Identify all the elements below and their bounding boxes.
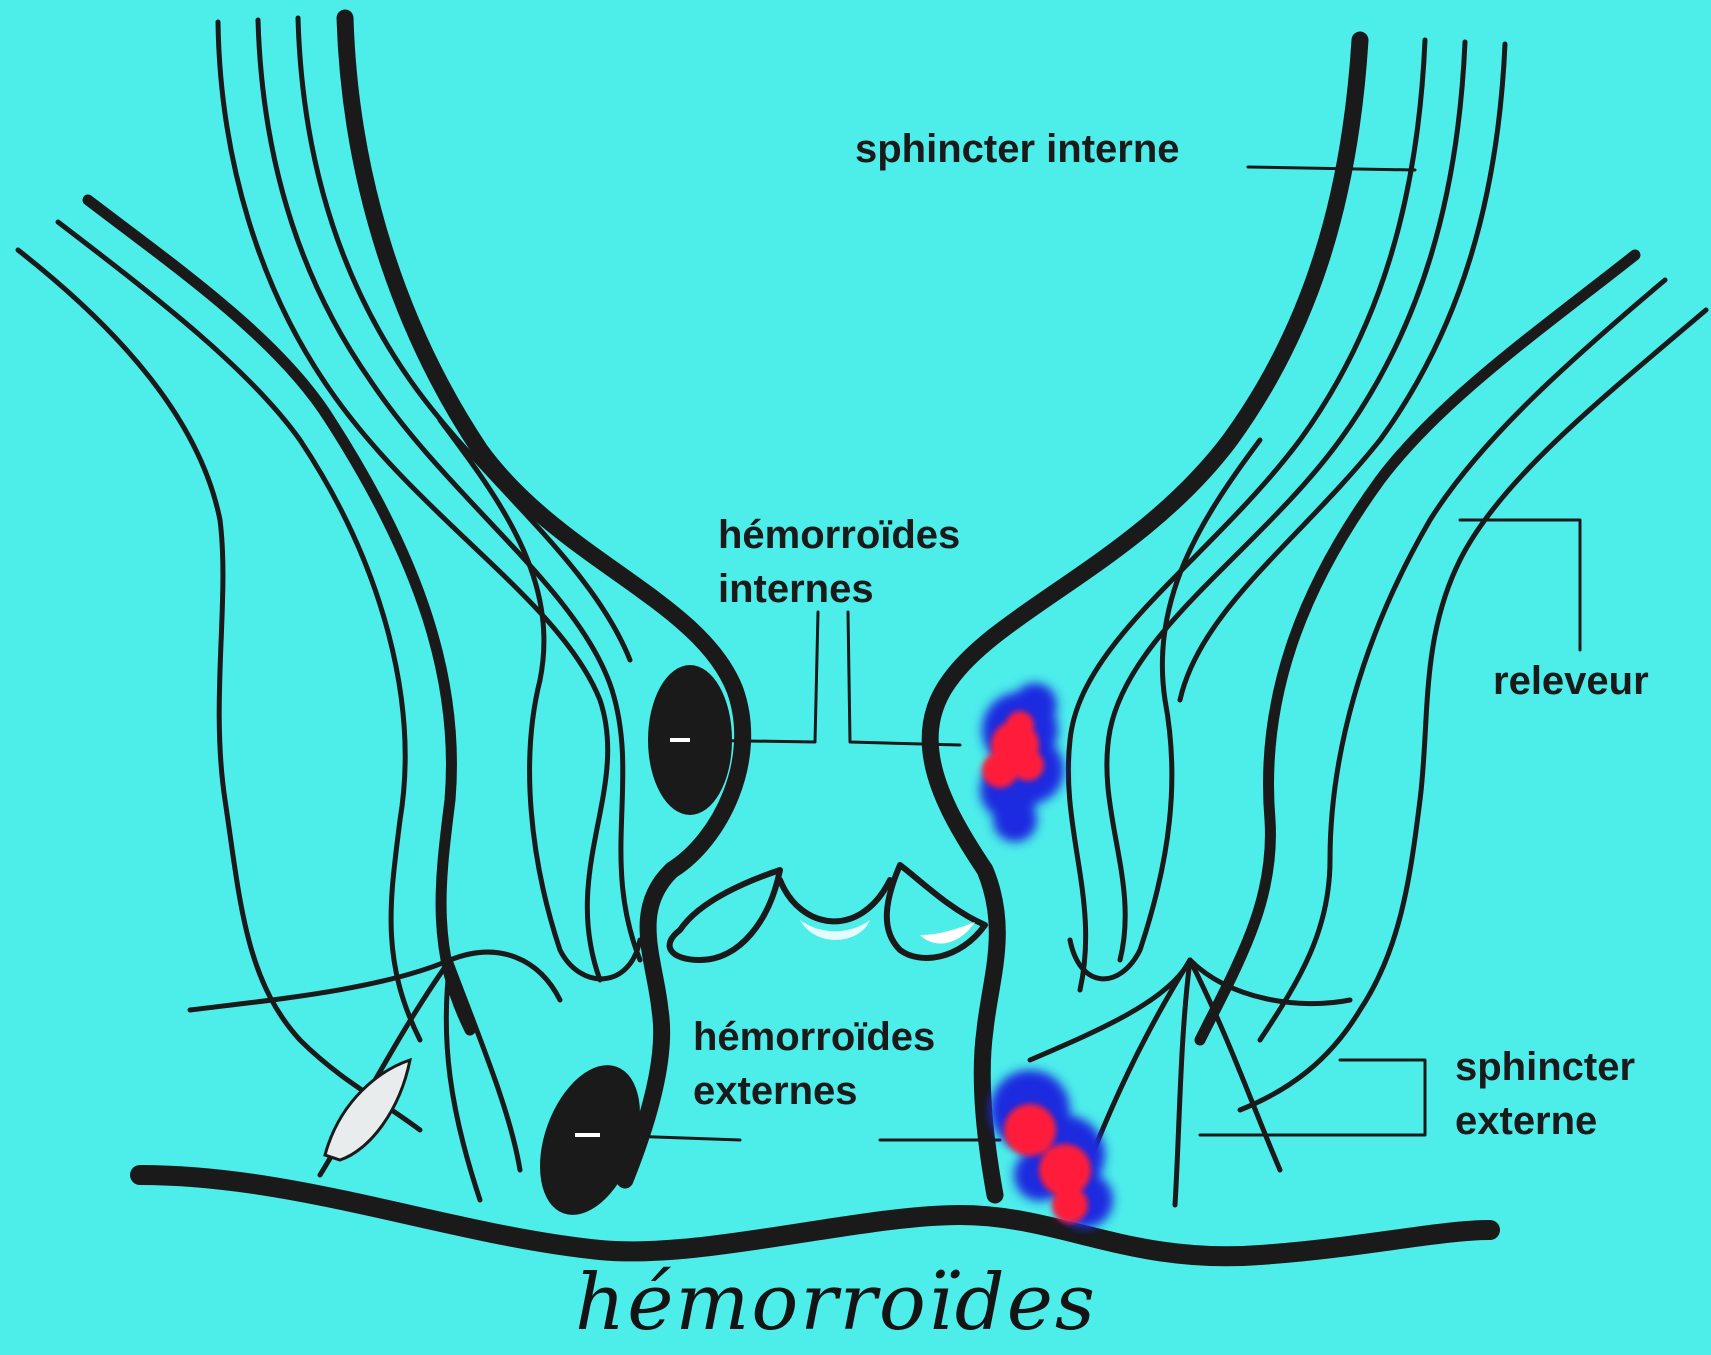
left-external-sphincter-fan-1 bbox=[190, 952, 560, 1010]
label-sphincter-externe-line-1: sphincter bbox=[1455, 1040, 1635, 1094]
right-internal-hemorrhoid bbox=[980, 683, 1064, 842]
leader-releveur bbox=[1460, 520, 1580, 650]
leader-sphincter-interne bbox=[1248, 167, 1415, 170]
diagram-title: hémorroïdes bbox=[575, 1258, 1097, 1348]
label-sphincter-interne: sphincter interne bbox=[855, 122, 1180, 176]
label-hemorroides-externes-line-1: hémorroïdes bbox=[693, 1010, 935, 1064]
leader-sphincter-externe bbox=[1200, 1060, 1425, 1135]
left-levator-line-2 bbox=[58, 222, 420, 1040]
label-releveur: releveur bbox=[1493, 654, 1649, 708]
label-hemorroides-internes-line-1: hémorroïdes bbox=[718, 508, 960, 562]
perineal-skin-line bbox=[140, 1175, 1490, 1256]
label-hemorroides-externes: hémorroïdes externes bbox=[693, 1010, 935, 1118]
right-external-sphincter-fan-4 bbox=[1090, 960, 1190, 1160]
label-hemorroides-internes-line-2: internes bbox=[718, 562, 960, 616]
right-anal-valve bbox=[887, 865, 985, 958]
label-hemorroides-externes-line-2: externes bbox=[693, 1064, 935, 1118]
left-levator-line-3 bbox=[18, 250, 420, 1130]
right-canal-wall bbox=[930, 40, 1360, 1195]
right-external-sphincter-fan-2 bbox=[1175, 960, 1190, 1205]
left-anal-valve bbox=[670, 870, 780, 960]
label-sphincter-externe-line-2: externe bbox=[1455, 1094, 1635, 1148]
right-internal-sphincter-line-1 bbox=[1068, 40, 1425, 990]
central-anal-crypt bbox=[780, 880, 890, 921]
right-external-hemorrhoid bbox=[990, 1070, 1113, 1228]
label-hemorroides-internes: hémorroïdes internes bbox=[718, 508, 960, 616]
label-sphincter-externe: sphincter externe bbox=[1455, 1040, 1635, 1148]
